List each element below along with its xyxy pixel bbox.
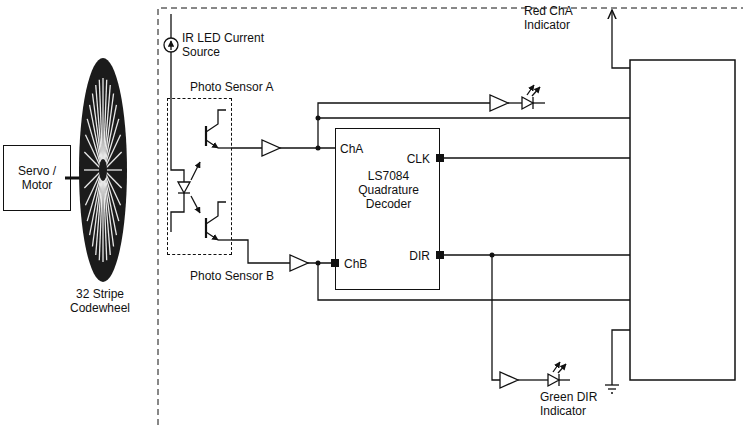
- pin-marker: [436, 154, 444, 162]
- wire: [440, 157, 630, 158]
- buffer-symbol: [490, 95, 508, 111]
- wire: [170, 14, 171, 38]
- wire: [171, 193, 184, 232]
- pin-name: ChA: [340, 142, 363, 156]
- wire: [440, 254, 630, 255]
- ir-led-symbol: [178, 182, 190, 193]
- sensor-label: Photo Sensor B: [190, 269, 274, 283]
- buffer-symbol: [290, 255, 308, 271]
- source-label: IR LED Current Source: [182, 31, 264, 59]
- phototransistor-symbol: [206, 110, 226, 132]
- motor-label: Servo / Motor: [4, 164, 70, 192]
- supply-arrow: [612, 10, 630, 68]
- wire: [612, 330, 630, 385]
- light-arrow: [532, 87, 540, 96]
- phototransistor-symbol: [205, 218, 207, 238]
- wire: [218, 147, 232, 148]
- codewheel-stripe: [106, 152, 122, 168]
- wire: [218, 239, 232, 240]
- codewheel-hub: [99, 159, 107, 181]
- wire: [171, 52, 184, 182]
- wire: [318, 117, 630, 118]
- controller-box: [630, 60, 735, 380]
- phototransistor-symbol: [205, 126, 207, 146]
- indicator-label: Red ChA Indicator: [524, 4, 582, 32]
- phototransistor-symbol: [206, 140, 218, 148]
- buffer-symbol: [500, 372, 518, 388]
- junction-dot: [316, 261, 321, 266]
- ground-symbol: [611, 392, 613, 393]
- wire: [318, 103, 490, 148]
- led-symbol: [548, 374, 559, 386]
- pin-name: DIR: [409, 249, 430, 263]
- codewheel-stripe: [104, 180, 107, 260]
- codewheel-disc: [79, 58, 127, 282]
- pin-marker: [436, 251, 444, 259]
- codewheel-stripe: [99, 80, 102, 160]
- led-symbol: [522, 97, 533, 109]
- circuit-wiring: [65, 8, 743, 425]
- wire: [533, 102, 545, 103]
- codewheel-stripe: [84, 172, 100, 188]
- junction-dot: [316, 146, 321, 151]
- wire: [559, 379, 570, 380]
- motor-box: Servo / Motor: [3, 145, 71, 211]
- phototransistor-symbol: [206, 202, 226, 224]
- signal-wire: [232, 240, 335, 263]
- photo-sensor-box: Photo Sensor APhoto Sensor B: [167, 98, 232, 255]
- wire: [492, 255, 500, 380]
- current-source-symbol: [164, 38, 178, 52]
- ground-symbol: [608, 388, 616, 389]
- phototransistor-symbol: [206, 232, 218, 240]
- light-arrow: [527, 85, 534, 95]
- buffer-symbols: [262, 95, 518, 388]
- decoder-chip-box: LS7084 Quadrature Decoder ChA ChB CLK DIR: [335, 128, 440, 290]
- buffer-symbol: [262, 140, 280, 156]
- light-arrow: [191, 196, 200, 213]
- pin-name: ChB: [344, 257, 367, 271]
- chip-label: LS7084 Quadrature Decoder: [349, 169, 429, 211]
- codewheel: [79, 58, 127, 282]
- pin-name: CLK: [407, 152, 430, 166]
- pin-markers: [331, 154, 444, 267]
- boundary-dashed-line: [158, 8, 743, 425]
- light-arrow: [558, 364, 566, 373]
- light-arrow: [553, 362, 560, 372]
- codewheel-label: 32 Stripe Codewheel: [67, 287, 133, 315]
- sensor-label: Photo Sensor A: [190, 80, 273, 94]
- wire: [508, 102, 522, 103]
- indicator-label: Green DIR Indicator: [540, 390, 604, 418]
- junction-dot: [490, 253, 495, 258]
- light-arrow: [191, 162, 200, 180]
- ground-symbol: [605, 384, 619, 385]
- current-source-arrow: [170, 41, 171, 50]
- codewheel-stripe: [84, 169, 100, 170]
- wire: [518, 379, 548, 380]
- junction-dots: [316, 116, 495, 266]
- codewheel-stripe: [106, 169, 122, 170]
- junction-dot: [316, 116, 321, 121]
